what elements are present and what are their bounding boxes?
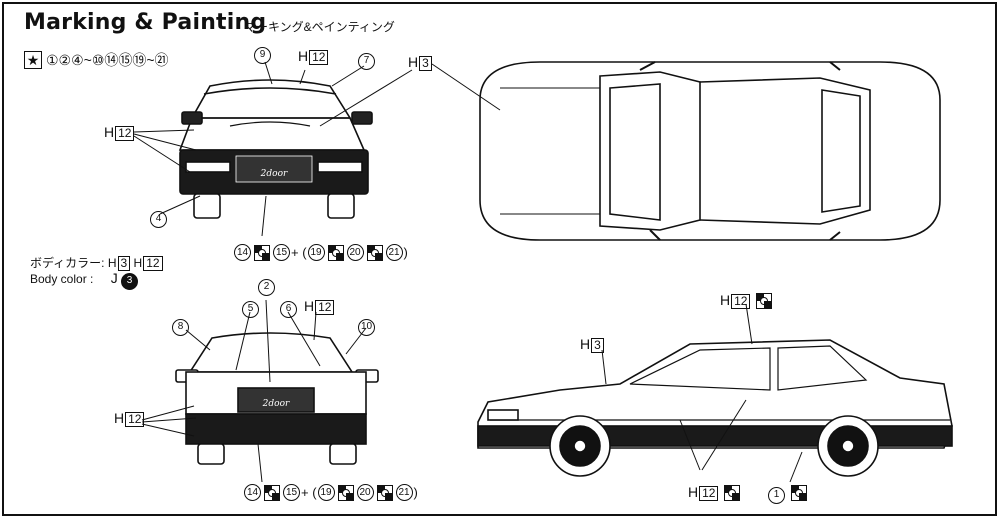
callout-9-num: 9 <box>254 46 271 64</box>
callout-8: 8 <box>172 316 189 336</box>
paint-number: 12 <box>315 300 335 315</box>
checker-flag-icon <box>756 293 773 310</box>
callout-5: 5 <box>242 298 259 318</box>
paint-number: 12 <box>309 50 329 65</box>
callout-6-num: 6 <box>280 300 297 318</box>
checker-flag-icon <box>790 485 807 502</box>
paint-letter: H <box>104 124 115 140</box>
paint-number: 3 <box>419 56 432 71</box>
callout-10: 10 <box>358 316 375 336</box>
decal-14: 14 <box>234 244 251 261</box>
callout-2-num: 2 <box>258 278 275 296</box>
svg-text:2door: 2door <box>262 399 290 409</box>
decal-19: 19 <box>307 244 325 261</box>
decal-20: 20 <box>346 244 364 261</box>
decal-14: 14 <box>244 484 261 501</box>
leader-lines <box>133 61 803 483</box>
decal-20: 20 <box>356 484 374 501</box>
star-icon: ★ <box>24 51 42 69</box>
front-view-car: 2door <box>178 79 373 219</box>
body-color-label-en: Body color : <box>30 272 94 286</box>
callout-4-num: 4 <box>150 210 167 228</box>
callout-1: 1 <box>768 484 809 504</box>
paint-letter: H <box>114 410 125 426</box>
close-paren: ) <box>413 485 418 500</box>
paint-letter: H <box>688 484 699 500</box>
paint-number: 3 <box>591 338 604 353</box>
checker-flag-icon <box>337 484 354 501</box>
callout-7-num: 7 <box>358 52 375 70</box>
paint-letter: H <box>408 54 419 70</box>
side-view-car <box>477 339 953 477</box>
callout-10-num: 10 <box>358 318 375 336</box>
page-title: Marking & Painting <box>24 10 267 35</box>
page-title-jp: マーキング&ペインティング <box>244 20 395 34</box>
paint-number: 12 <box>143 256 163 271</box>
checker-flag-icon <box>264 484 280 501</box>
parts-numbers: ①②④~⑩⑭⑮⑲~㉑ <box>46 52 169 68</box>
paint-number-3: 3 <box>121 272 139 290</box>
paint-number: 12 <box>731 294 751 309</box>
paint-letter-j: J <box>110 270 118 286</box>
close-paren: ) <box>403 245 408 260</box>
paint-number: 12 <box>115 126 135 141</box>
checker-flag-icon <box>376 484 393 501</box>
svg-text:2door: 2door <box>260 169 288 179</box>
rear-view-car: 2door <box>175 332 379 465</box>
plus-sign: + ( <box>301 485 317 500</box>
paint-letter: H <box>720 292 731 308</box>
decal-15: 15 <box>273 244 290 261</box>
paint-number: 12 <box>125 412 145 427</box>
paint-letter: H <box>304 298 315 314</box>
checker-flag-icon <box>254 244 270 261</box>
decal-19: 19 <box>317 484 335 501</box>
callout-7: 7 <box>358 50 375 70</box>
decal-sequence-rear: 14 15 + ( 19 20 21 ) <box>244 484 418 501</box>
paint-letter: H <box>580 336 591 352</box>
callout-6: 6 <box>280 298 297 318</box>
callout-8-num: 8 <box>172 318 189 336</box>
checker-flag-icon <box>327 244 344 261</box>
paint-number: 12 <box>699 486 719 501</box>
parts-list: ★ ①②④~⑩⑭⑮⑲~㉑ <box>24 50 169 70</box>
paint-number: 3 <box>117 256 131 271</box>
callout-5-num: 5 <box>242 300 259 318</box>
top-view-car <box>479 61 941 241</box>
checker-flag-icon <box>724 485 741 502</box>
callout-2: 2 <box>258 276 275 296</box>
decal-21: 21 <box>385 244 403 261</box>
checker-flag-icon <box>366 244 383 261</box>
decal-15: 15 <box>283 484 300 501</box>
decal-sequence-front: 14 15 + ( 19 20 21 ) <box>234 244 408 261</box>
decal-21: 21 <box>395 484 413 501</box>
paint-letter: H <box>107 256 117 270</box>
body-color-en: Body color : J 3 <box>30 270 139 290</box>
body-color-label-jp: ボディカラー: <box>30 256 105 270</box>
paint-letter: H <box>133 256 143 270</box>
plus-sign: + ( <box>291 245 307 260</box>
callout-9: 9 <box>254 44 271 64</box>
paint-letter: H <box>298 48 309 64</box>
callout-4: 4 <box>150 208 167 228</box>
callout-1-num: 1 <box>768 486 785 504</box>
